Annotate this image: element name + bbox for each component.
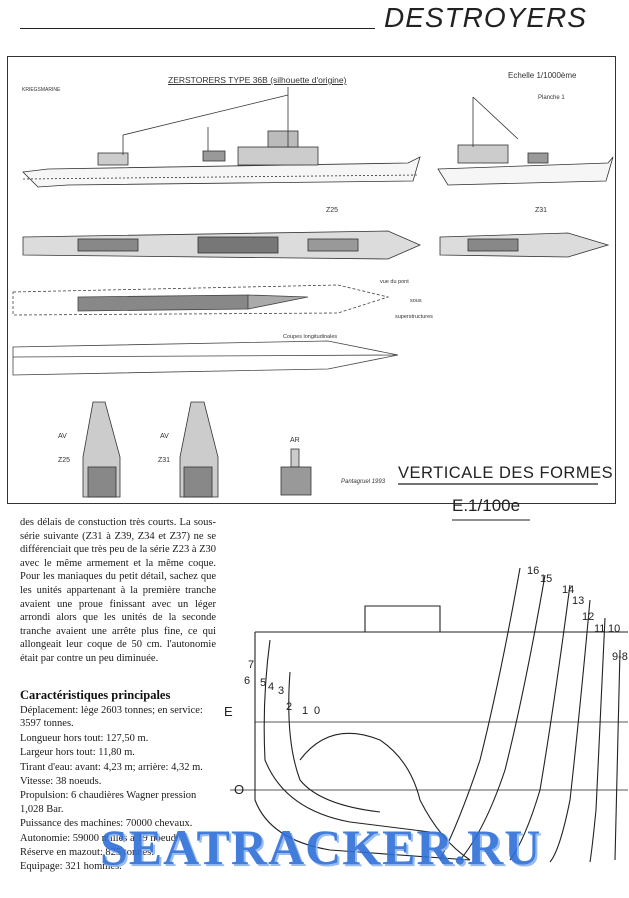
station-4: 4 bbox=[268, 681, 274, 693]
station-10: 10 bbox=[608, 623, 620, 635]
station-2: 2 bbox=[286, 701, 292, 713]
z25-label: Z25 bbox=[326, 207, 339, 214]
vue-du-pont-label: vue du pont bbox=[380, 279, 409, 285]
z31-deck-plan bbox=[439, 232, 610, 258]
kriegsmarine-label: KRIEGSMARINE bbox=[22, 87, 61, 93]
plate-scale: Echelle 1/1000ème bbox=[508, 71, 577, 80]
ship-drawings bbox=[12, 87, 614, 498]
station-13: 13 bbox=[572, 595, 584, 607]
station-numbers: 16 15 14 13 12 11 10 9-8 7 6 5 4 3 2 1 0… bbox=[224, 565, 628, 797]
article-paragraph: des délais de constuction très courts. L… bbox=[20, 516, 216, 666]
station-14: 14 bbox=[562, 584, 574, 596]
front-view-name-2: Z31 bbox=[158, 457, 171, 464]
spec-item: Déplacement: lège 2603 tonnes; en servic… bbox=[20, 705, 203, 730]
header-rule bbox=[20, 28, 375, 29]
z25-deck-plan bbox=[22, 230, 421, 260]
spec-item: Puissance des machines: 70000 chevaux. bbox=[20, 818, 193, 830]
specs-title: Caractéristiques principales bbox=[20, 688, 171, 702]
z31-side-profile bbox=[437, 96, 614, 186]
station-6: 6 bbox=[244, 675, 250, 687]
front-view-rear bbox=[280, 448, 312, 496]
signature: Pantagruel 1993 bbox=[341, 479, 386, 485]
station-0: 0 bbox=[314, 705, 320, 717]
station-3: 3 bbox=[278, 685, 284, 697]
sous-label: sous bbox=[410, 298, 422, 304]
specs-list: Déplacement: lège 2603 tonnes; en servic… bbox=[20, 704, 220, 875]
spec-item: Equipage: 321 hommes. bbox=[20, 861, 122, 873]
watermark-logo: SEATRACKER.RU bbox=[100, 819, 542, 875]
station-15: 15 bbox=[540, 573, 552, 585]
article-paragraph-text: des délais de constuction très courts. L… bbox=[20, 517, 217, 664]
coupes-label: Coupes longitudinales bbox=[283, 334, 338, 340]
front-view-z25 bbox=[82, 401, 121, 498]
page-header-title: DESTROYERS bbox=[384, 2, 587, 33]
front-view-name-1: Z25 bbox=[58, 457, 71, 464]
spec-item: Tirant d'eau: avant: 4,23 m; arrière: 4,… bbox=[20, 761, 203, 773]
station-5: 5 bbox=[260, 677, 266, 689]
lines-plan-title: VERTICALE DES FORMES bbox=[398, 464, 614, 482]
waterline-E: E bbox=[224, 704, 233, 719]
spec-item: Vitesse: 38 noeuds. bbox=[20, 776, 102, 788]
front-view-mark-3: AR bbox=[290, 437, 300, 444]
spec-item: Longueur hors tout: 127,50 m. bbox=[20, 732, 149, 744]
z31-label: Z31 bbox=[535, 207, 548, 214]
front-view-mark-1: AV bbox=[58, 433, 67, 440]
lines-plan-scale: E.1/100e bbox=[452, 496, 521, 515]
planche-label: Planche 1 bbox=[538, 95, 565, 101]
spec-item: Réserve en mazout: 825 tonnes. bbox=[20, 847, 154, 859]
spec-item: Largeur hors tout: 11,80 m. bbox=[20, 747, 135, 759]
station-9-8: 9-8 bbox=[612, 651, 628, 663]
station-12: 12 bbox=[582, 611, 594, 623]
deck-view-outline bbox=[12, 284, 390, 316]
drawing-plate: ZERSTORERS TYPE 36B (silhouette d'origin… bbox=[7, 56, 616, 504]
z25-side-profile bbox=[22, 87, 421, 188]
station-11: 11 bbox=[594, 623, 605, 635]
front-view-mark-2: AV bbox=[160, 433, 169, 440]
plate-title: ZERSTORERS TYPE 36B (silhouette d'origin… bbox=[168, 75, 347, 85]
spec-item: Propulsion: 6 chaudières Wagner pression… bbox=[20, 790, 197, 815]
front-view-z31 bbox=[179, 401, 219, 498]
longitudinal-section bbox=[12, 340, 399, 376]
spec-item: Autonomie: 59000 milles à 19 noeuds. bbox=[20, 832, 183, 844]
superstructures-label: superstructures bbox=[395, 314, 433, 320]
station-1: 1 bbox=[302, 705, 308, 717]
station-16: 16 bbox=[527, 565, 539, 577]
baseline-O: O bbox=[234, 782, 244, 797]
station-7: 7 bbox=[248, 659, 254, 671]
